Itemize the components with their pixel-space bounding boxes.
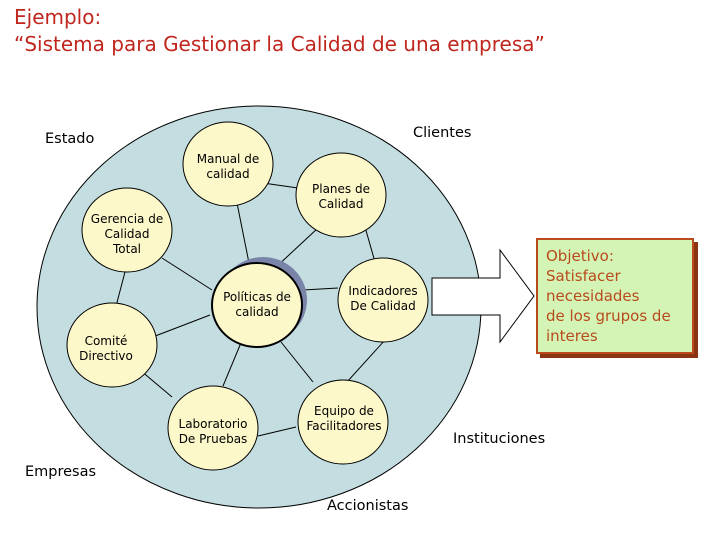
node-manual bbox=[182, 121, 274, 207]
node-manual-text: Manual de calidad bbox=[196, 152, 260, 181]
node-planes bbox=[295, 152, 387, 238]
title-line-2: “Sistema para Gestionar la Calidad de un… bbox=[14, 32, 545, 56]
connector-center-laboratorio bbox=[222, 337, 244, 387]
node-gerencia bbox=[81, 187, 173, 273]
connector-gerencia-center bbox=[161, 257, 213, 291]
connector-center-indicadores bbox=[302, 287, 339, 291]
node-comite-text: Comité Directivo bbox=[79, 334, 133, 363]
connector-manual-planes bbox=[262, 182, 299, 189]
label-instituciones: Instituciones bbox=[453, 431, 546, 447]
node-center-text: Políticas de calidad bbox=[223, 290, 291, 319]
label-clientes: Clientes bbox=[413, 125, 472, 141]
connector-comite-laboratorio bbox=[139, 369, 173, 398]
node-planes-text: Planes de Calidad bbox=[312, 182, 370, 211]
title-line-1: Ejemplo: bbox=[14, 5, 102, 29]
node-laboratorio bbox=[167, 385, 259, 471]
connectors bbox=[114, 182, 386, 437]
node-laboratorio-text: Laboratorio De Pruebas bbox=[178, 417, 248, 446]
connector-laboratorio-equipo bbox=[257, 426, 297, 437]
label-accionistas: Accionistas bbox=[327, 498, 409, 514]
connector-indicadores-equipo bbox=[346, 339, 386, 383]
connector-comite-center bbox=[149, 314, 211, 339]
arrow-shape bbox=[431, 248, 535, 344]
node-equipo bbox=[297, 379, 389, 465]
label-estado: Estado bbox=[45, 131, 95, 147]
center-node bbox=[211, 262, 303, 348]
connector-center-equipo bbox=[280, 341, 314, 383]
node-gerencia-text: Gerencia de Calidad Total bbox=[90, 212, 164, 256]
objective-box: Objetivo: Satisfacer necesidades de los … bbox=[536, 238, 694, 354]
node-equipo-text: Equipo de Facilitadores bbox=[306, 404, 382, 433]
node-indicadores bbox=[337, 257, 429, 343]
node-comite bbox=[66, 302, 158, 388]
label-empresas: Empresas bbox=[25, 464, 97, 480]
node-indicadores-text: Indicadores De Calidad bbox=[348, 284, 418, 313]
